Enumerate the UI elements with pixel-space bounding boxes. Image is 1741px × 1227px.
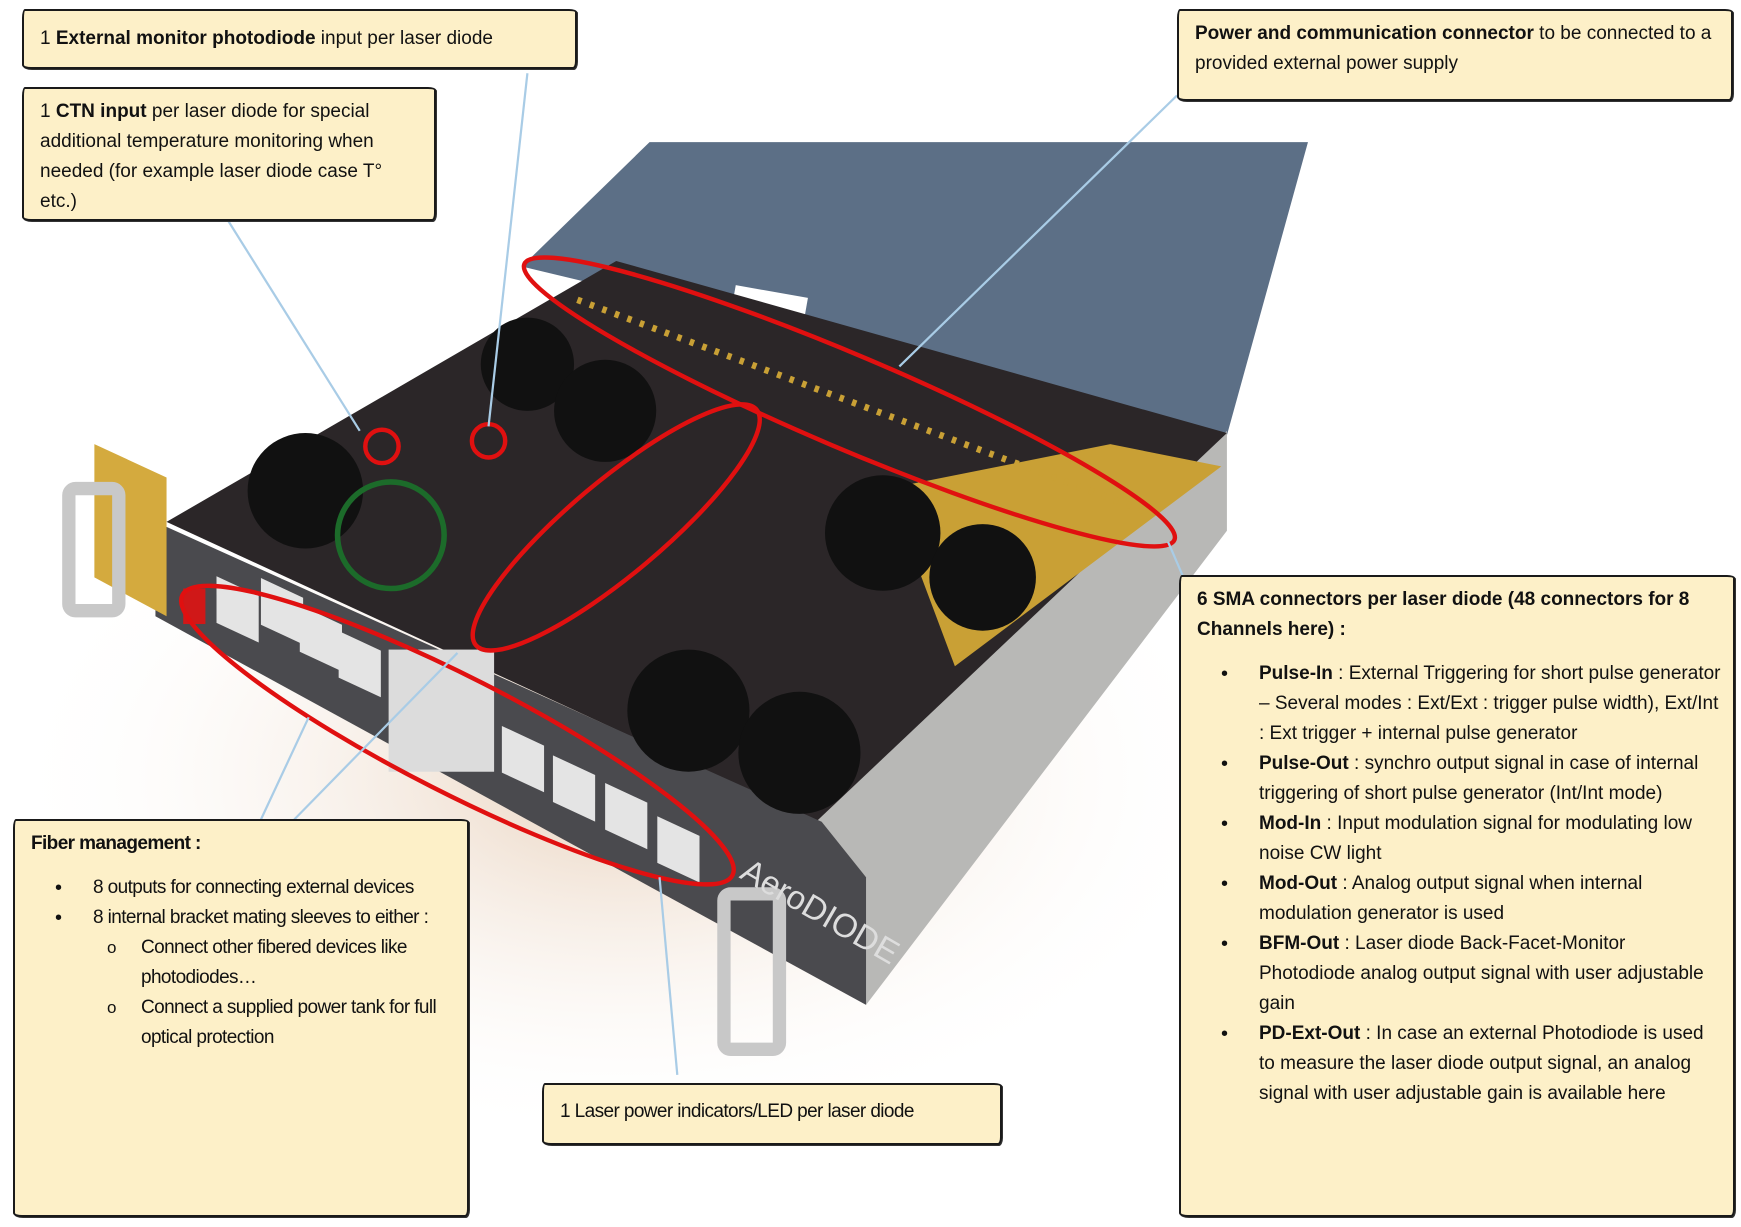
ring-sma-connectors: [521, 255, 1178, 549]
ring-front-fiber-outputs: [178, 583, 736, 887]
note-text: input per laser diode: [315, 28, 493, 49]
item-desc: : External Triggering for short pulse ge…: [1259, 663, 1721, 744]
list-item: Pulse-Out : synchro output signal in cas…: [1221, 749, 1723, 809]
note-term: External monitor photodiode: [55, 28, 316, 49]
note-term: CTN input: [55, 101, 147, 122]
note-title: Fiber management :: [31, 833, 201, 854]
leader-sma: [1167, 541, 1184, 576]
leader-lines: [226, 73, 1184, 1075]
list-item: Mod-In : Input modulation signal for mod…: [1221, 809, 1723, 869]
sub-list-item: Connect a supplied power tank for full o…: [107, 993, 451, 1053]
leader-ctn: [226, 219, 361, 432]
fan-grilles: [247, 317, 1036, 814]
item-term: Mod-In: [1259, 813, 1322, 834]
item-desc: : synchro output signal in case of inter…: [1259, 753, 1699, 804]
leader-monitor-pd: [487, 73, 529, 427]
note-text: 1: [40, 28, 56, 49]
note-ctn-input: 1 CTN input per laser diode for special …: [22, 87, 436, 221]
fiber-list: 8 outputs for connecting external device…: [31, 873, 451, 933]
note-text: 1 Laser power indicators/LED per laser d…: [560, 1101, 914, 1122]
item-desc: : Analog output signal when internal mod…: [1259, 873, 1643, 924]
leader-fiber-sleeves: [293, 652, 459, 821]
note-term: Power and communication connector: [1195, 23, 1534, 44]
list-item: PD-Ext-Out : In case an external Photodi…: [1221, 1019, 1723, 1109]
fiber-sublist: Connect other fibered devices like photo…: [31, 933, 451, 1053]
item-term: Mod-Out: [1259, 873, 1338, 894]
chassis-side: [816, 430, 1227, 1005]
leader-fiber-outputs: [259, 716, 310, 820]
fiber-connectors: [216, 576, 700, 883]
leader-led: [658, 877, 679, 1075]
note-sma-connectors: 6 SMA connectors per laser diode (48 con…: [1179, 575, 1735, 1217]
item-term: Pulse-In: [1259, 663, 1333, 684]
front-handle-right: [717, 887, 787, 1056]
note-text: to be connected to a provided external p…: [1195, 23, 1712, 74]
note-power-connector: Power and communication connector to be …: [1177, 9, 1733, 101]
list-item: 8 outputs for connecting external device…: [55, 873, 451, 903]
list-item: 8 internal bracket mating sleeves to eit…: [55, 903, 451, 933]
note-led-indicators: 1 Laser power indicators/LED per laser d…: [542, 1083, 1002, 1145]
item-term: PD-Ext-Out: [1259, 1023, 1361, 1044]
open-lid: [521, 142, 1308, 436]
item-desc: : Input modulation signal for modulating…: [1259, 813, 1692, 864]
list-item: Pulse-In : External Triggering for short…: [1221, 659, 1723, 749]
front-handle-left: [62, 481, 126, 618]
note-title: 6 SMA connectors per laser diode (48 con…: [1197, 589, 1690, 640]
sub-list-item: Connect other fibered devices like photo…: [107, 933, 451, 993]
note-text: per laser diode for special additional t…: [40, 101, 383, 212]
note-text: 1: [40, 101, 56, 122]
note-monitor-photodiode: 1 External monitor photodiode input per …: [22, 9, 577, 69]
list-item: BFM-Out : Laser diode Back-Facet-Monitor…: [1221, 929, 1723, 1019]
item-desc: : Laser diode Back-Facet-Monitor Photodi…: [1259, 933, 1704, 1014]
list-item: Mod-Out : Analog output signal when inte…: [1221, 869, 1723, 929]
item-desc: : In case an external Photodiode is used…: [1259, 1023, 1704, 1104]
note-fiber-management: Fiber management : 8 outputs for connect…: [13, 819, 469, 1217]
ring-ctn-input: [363, 427, 401, 466]
leader-power: [898, 94, 1178, 368]
item-term: BFM-Out: [1259, 933, 1340, 954]
highlight-rings: [178, 255, 1178, 887]
ring-mating-sleeves: [470, 402, 762, 653]
item-term: Pulse-Out: [1259, 753, 1349, 774]
sma-list: Pulse-In : External Triggering for short…: [1197, 659, 1723, 1109]
